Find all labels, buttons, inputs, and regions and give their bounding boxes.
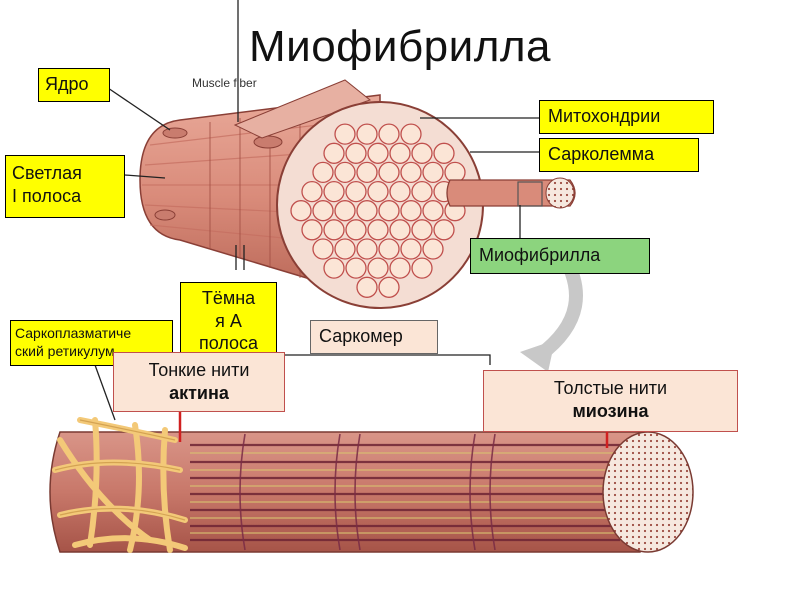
myofibril-section [312,200,334,222]
myofibril-section [312,161,334,184]
myofibril-section [356,161,378,184]
myofibril-section [400,200,422,222]
myofibril-section [411,257,433,279]
thin-filaments-label: Тонкие нити актина [113,352,285,412]
sarcoplasmic-reticulum-label: Саркоплазматиче ский ретикулум [10,320,173,366]
myofibril-section [323,219,345,241]
sarcomere-label: Саркомер [310,320,438,354]
myofibril-section [323,180,345,203]
mitochondria-label: Митохондрии [539,100,714,134]
myofibril-section [400,238,422,260]
myofibril-section [378,123,400,145]
myofibril-section [367,180,389,203]
myofibril-section [334,200,356,222]
myofibril-section [367,219,389,241]
myofibril-section [422,200,444,222]
highlight-markers [178,412,609,448]
sarcolemma-label: Сарколемма [539,138,699,172]
myofibril-section [433,142,455,164]
myofibril-section [345,180,367,203]
myofibril-section [345,219,367,241]
light-band-label: Светлая I полоса [5,155,125,218]
myofibril-section [323,257,345,279]
myofibril-section [400,123,422,145]
muscle-fiber-caption: Muscle fiber [192,76,257,90]
thick-filaments-label: Толстые нити миозина [483,370,738,432]
dark-band-label: Тёмна я А полоса [180,282,277,354]
nucleus-label: Ядро [38,68,110,102]
myofibril-section [378,238,400,260]
myofibril-section [312,238,334,260]
myofibril-section [422,161,444,184]
myofibril-section [323,142,345,164]
myofibril-section [378,161,400,184]
myofibril-section [389,219,411,241]
myofibril-section [345,257,367,279]
myofibril-section [433,219,455,241]
page-title: Миофибрилла [248,22,552,71]
myofibril-section [411,219,433,241]
myofibril-section [356,276,378,298]
myofibril-section [301,219,323,241]
myofibril-section [345,142,367,164]
myofibril-section [334,238,356,260]
myofibril-section [389,142,411,164]
myofibril-section [411,180,433,203]
myofibril-section [356,123,378,145]
myofibril-section [356,200,378,222]
myofibril-section [301,180,323,203]
myofibril-section [334,123,356,145]
myofibril-section [411,142,433,164]
myofibril-section [290,200,312,222]
myofibril-section [356,238,378,260]
myofibril-section [389,257,411,279]
muscle-fiber-illustration [139,79,576,309]
myofibril-cross-sections [290,123,466,298]
myofibril-section [378,200,400,222]
myofibril-section [400,161,422,184]
myofibril-section [367,257,389,279]
myofibril-section [367,142,389,164]
myofibril-section [389,180,411,203]
myofibril-section [378,276,400,298]
myofibril-illustration [49,417,694,553]
myofibril-section [334,161,356,184]
myofibril-label: Миофибрилла [470,238,650,274]
myofibril-section [422,238,444,260]
